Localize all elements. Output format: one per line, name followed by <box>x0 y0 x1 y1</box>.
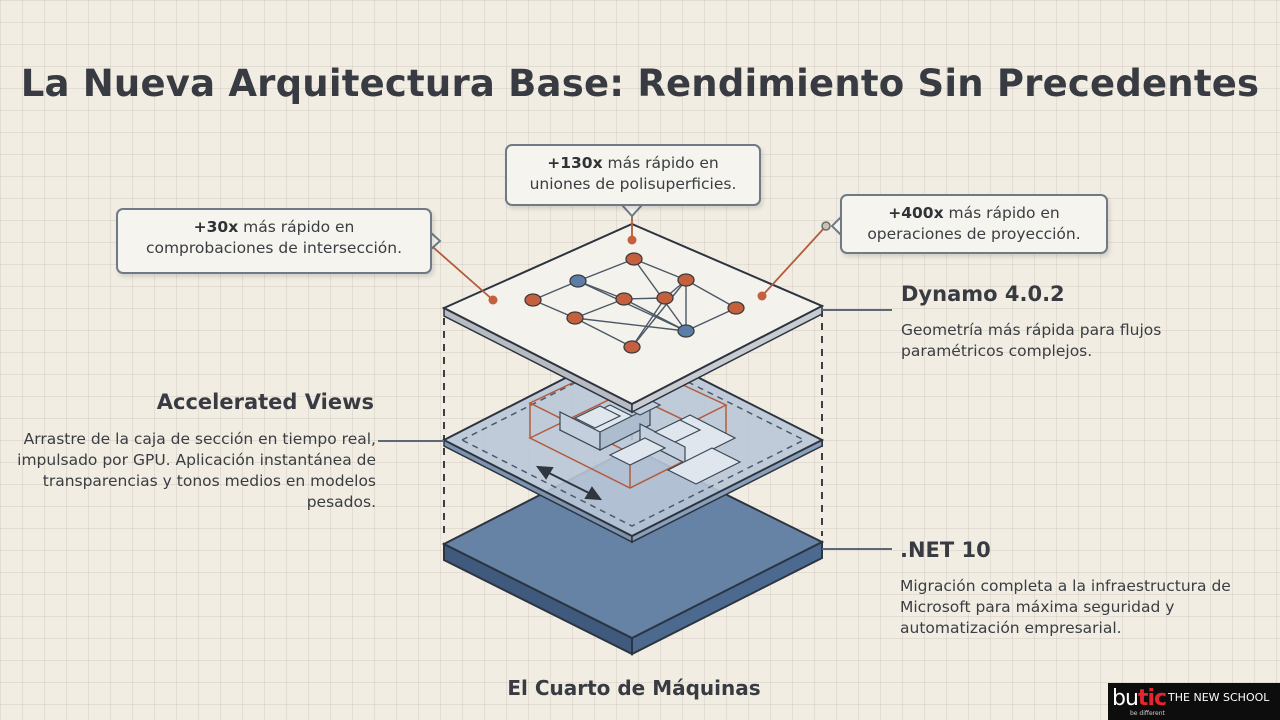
callout-text: más rápido en <box>943 204 1060 222</box>
graph-node <box>569 274 587 288</box>
callout-text: comprobaciones de intersección. <box>145 239 403 257</box>
callout-highlight: +30x <box>193 218 239 236</box>
callout-highlight: +400x <box>888 204 944 222</box>
building-model <box>558 394 742 485</box>
net-title: .NET 10 <box>900 538 991 562</box>
logo-tagline: THE NEW SCHOOL <box>1168 691 1270 704</box>
accelerated-views-description: Arrastre de la caja de sección en tiempo… <box>17 430 376 511</box>
callout-text: uniones de polisuperficies. <box>529 175 737 193</box>
platform-dynamo <box>441 222 825 414</box>
net-description: Migración completa a la infraestructura … <box>900 577 1231 637</box>
logo-slogan: be different <box>1130 710 1165 717</box>
graph-node <box>524 293 542 307</box>
callout-highlight: +130x <box>547 154 603 172</box>
graph-node <box>727 301 745 315</box>
engine-room-label: El Cuarto de Máquinas <box>507 676 761 700</box>
dynamo-description: Geometría más rápida para flujos paramét… <box>901 321 1162 360</box>
node-graph-nodes <box>524 252 745 354</box>
vertical-guides <box>443 310 823 646</box>
page-title: La Nueva Arquitectura Base: Rendimiento … <box>20 62 1260 105</box>
callout-projection-speed: +400x más rápido en operaciones de proye… <box>840 194 1108 254</box>
logo-text: bu <box>1112 686 1139 711</box>
callout-intersection-speed: +30x más rápido en comprobaciones de int… <box>116 208 432 274</box>
graph-node <box>625 252 643 266</box>
platform-net <box>441 446 825 656</box>
graph-node <box>677 324 695 338</box>
callout-text: más rápido en <box>238 218 355 236</box>
graph-node <box>677 273 695 287</box>
graph-node <box>656 291 674 305</box>
callout-polysurface-speed: +130x más rápido en uniones de polisuper… <box>505 144 761 206</box>
graph-node <box>566 311 584 325</box>
graph-node <box>623 340 641 354</box>
callout-text: operaciones de proyección. <box>867 225 1081 243</box>
callout-text: más rápido en <box>602 154 719 172</box>
graph-node <box>615 292 633 306</box>
dynamo-title: Dynamo 4.0.2 <box>901 282 1065 306</box>
accelerated-views-title: Accelerated Views <box>156 390 374 414</box>
logo-text-accent: tic <box>1137 686 1167 711</box>
platform-views <box>441 342 825 544</box>
